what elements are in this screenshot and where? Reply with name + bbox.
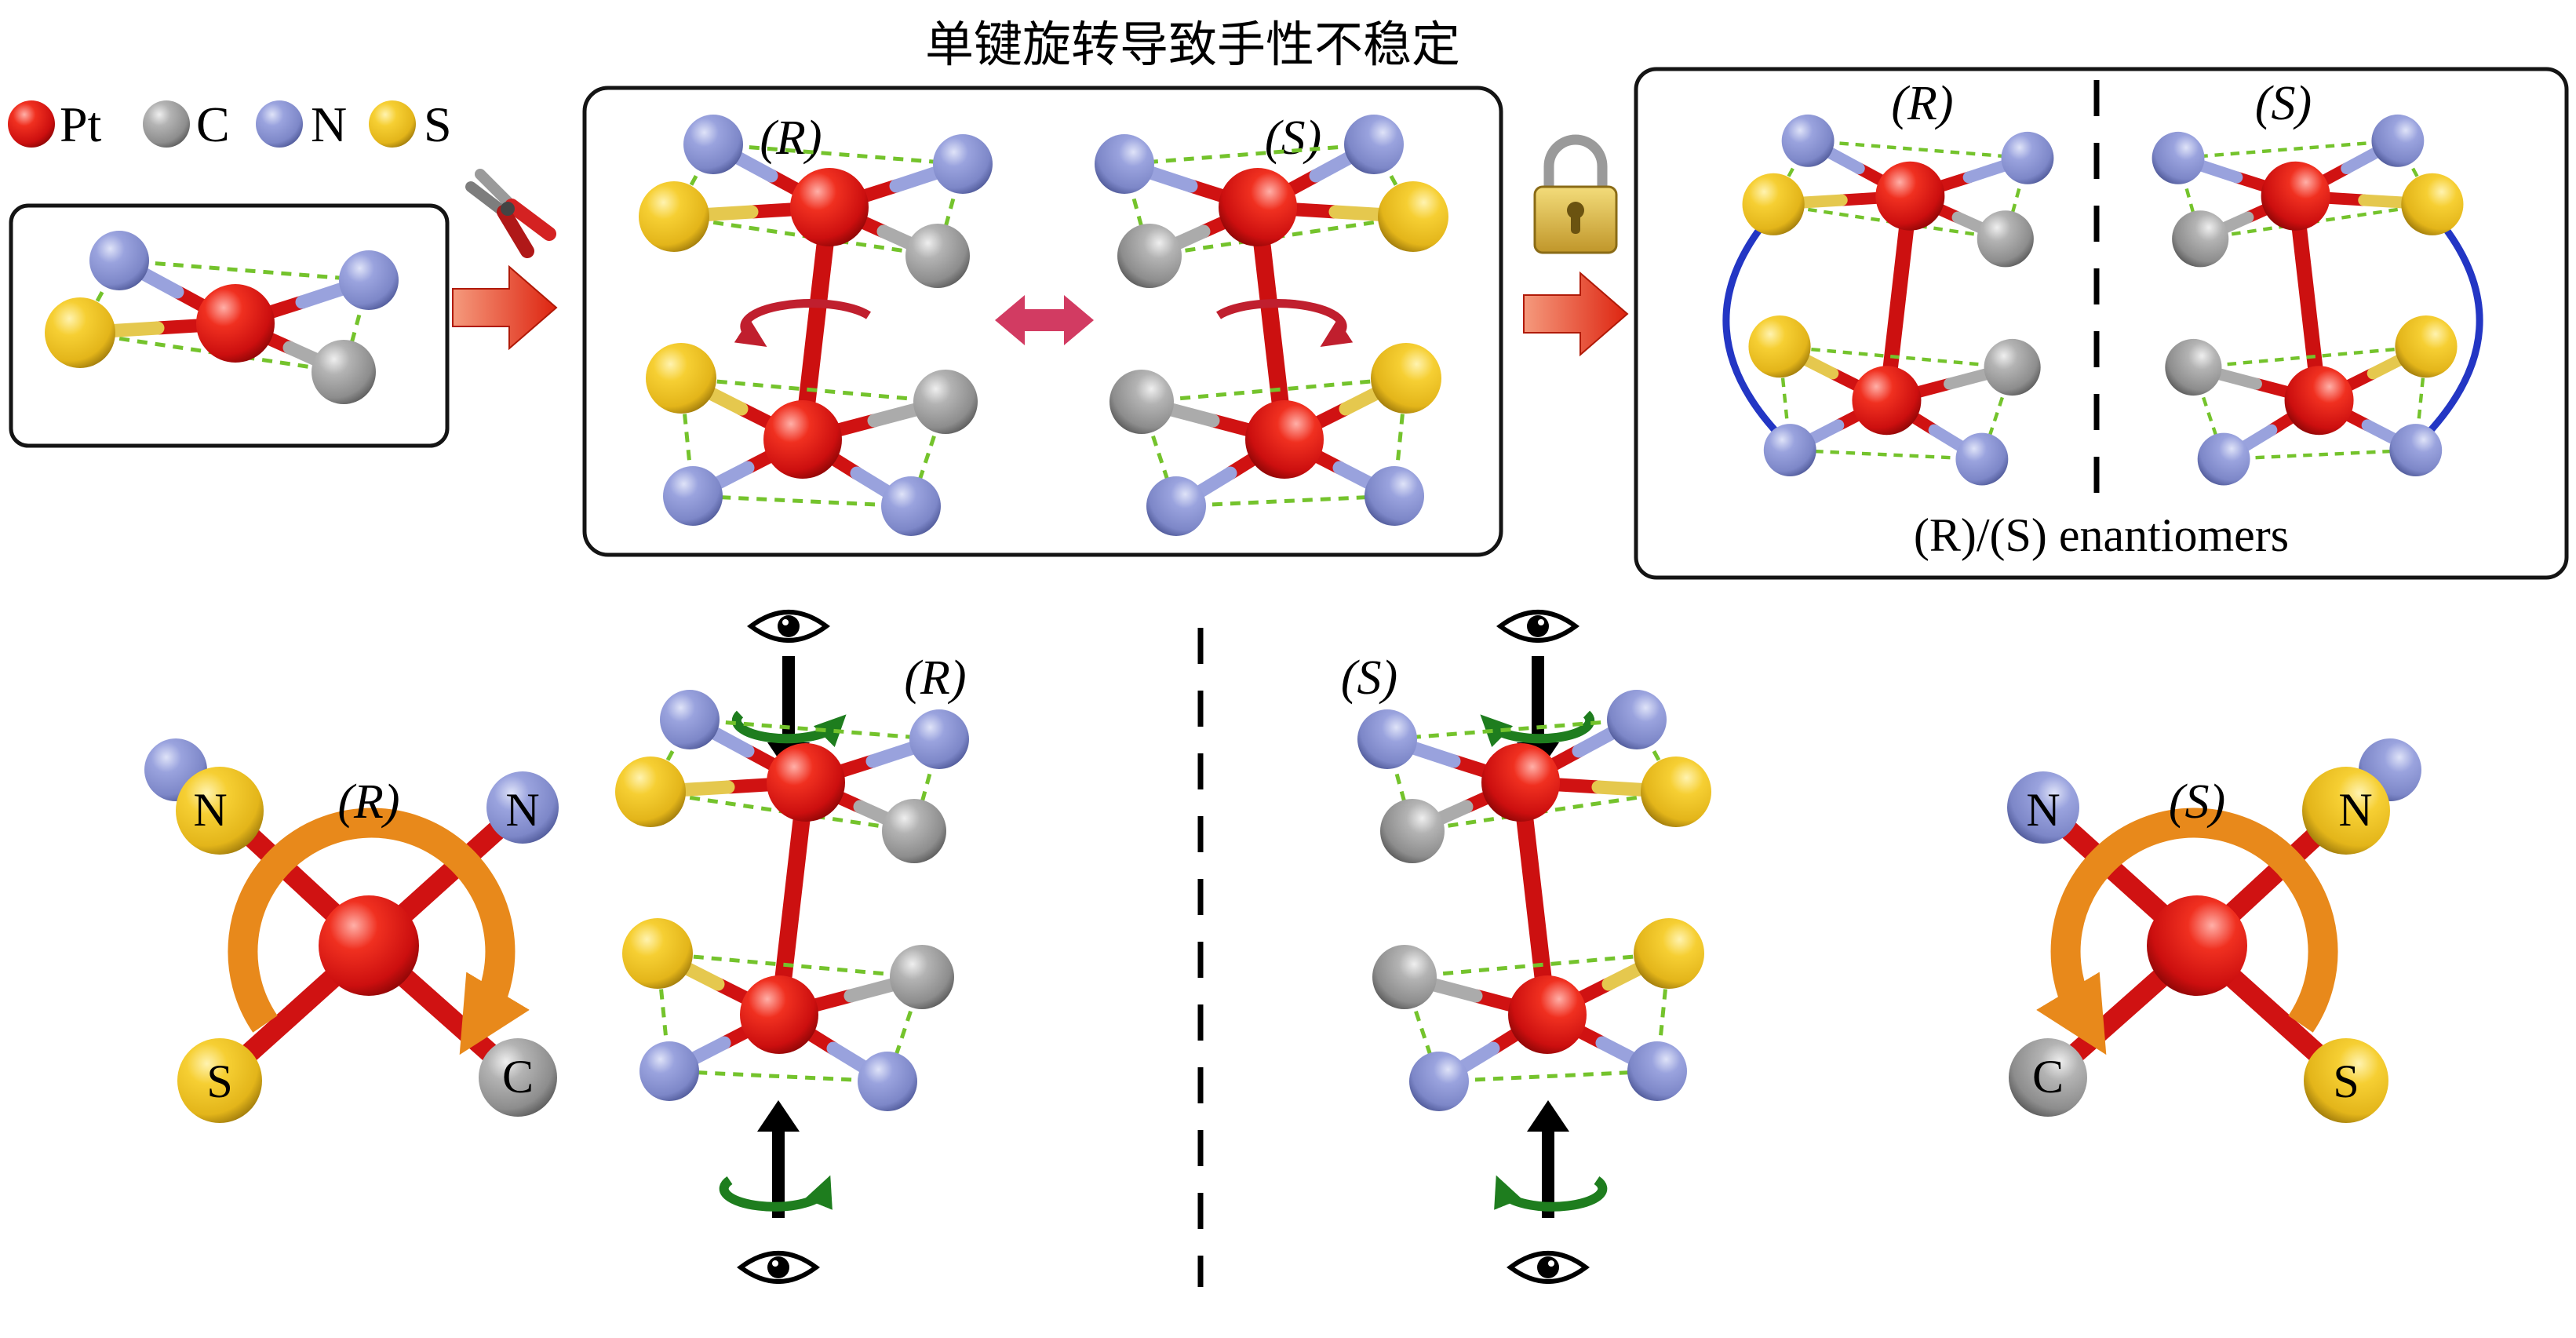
- pliers-icon: [465, 169, 556, 258]
- title: 单键旋转导致手性不稳定: [925, 16, 1460, 73]
- newman-r-label: (R): [337, 775, 399, 829]
- chelate-arc-right: [2411, 208, 2483, 450]
- transform-arrow-lock: [1523, 272, 1628, 355]
- newman-s-label: (S): [2169, 775, 2225, 829]
- stack-r-label: (R): [904, 651, 966, 705]
- newman-r-atom-br: C: [502, 1051, 534, 1103]
- viewed-stack-s: [1357, 690, 1711, 1111]
- legend-s-label: S: [424, 97, 452, 152]
- legend-n-ball: [256, 100, 303, 148]
- viewed-stack-r: [615, 690, 969, 1111]
- chelate-arc-left: [1722, 208, 1794, 450]
- newman-s-atom-bl: C: [2032, 1051, 2064, 1103]
- legend-n-label: N: [311, 97, 347, 152]
- atom-legend: Pt C N S: [8, 97, 452, 152]
- enantiomers-s-label: (S): [2255, 77, 2312, 130]
- newman-r-atom-bl: S: [206, 1055, 232, 1107]
- padlock-icon: [1533, 134, 1618, 254]
- rotation-s-label: (S): [1265, 111, 1321, 165]
- stack-s-label: (S): [1341, 651, 1397, 705]
- newman-s-atom-tr: N: [2338, 784, 2372, 836]
- legend-c-ball: [143, 100, 190, 148]
- newman-r-atom-tl: N: [193, 784, 227, 836]
- legend-pt-label: Pt: [60, 97, 102, 152]
- interconversion-arrow: [995, 295, 1094, 345]
- enantiomers-caption: (R)/(S) enantiomers: [1914, 509, 2289, 561]
- viewer-bottom-r: [724, 1100, 824, 1281]
- newman-s-atom-br: S: [2333, 1055, 2359, 1107]
- transform-arrow-cut: [452, 266, 557, 349]
- newman-r-atom-tr: N: [505, 784, 539, 836]
- legend-pt-ball: [8, 100, 55, 148]
- enantiomers-r-label: (R): [1891, 77, 1953, 130]
- newman-s-atom-tl: N: [2026, 784, 2060, 836]
- viewer-bottom-s: [1503, 1100, 1602, 1281]
- legend-s-ball: [369, 100, 416, 148]
- legend-c-label: C: [196, 97, 230, 152]
- rotation-r-label: (R): [760, 111, 822, 165]
